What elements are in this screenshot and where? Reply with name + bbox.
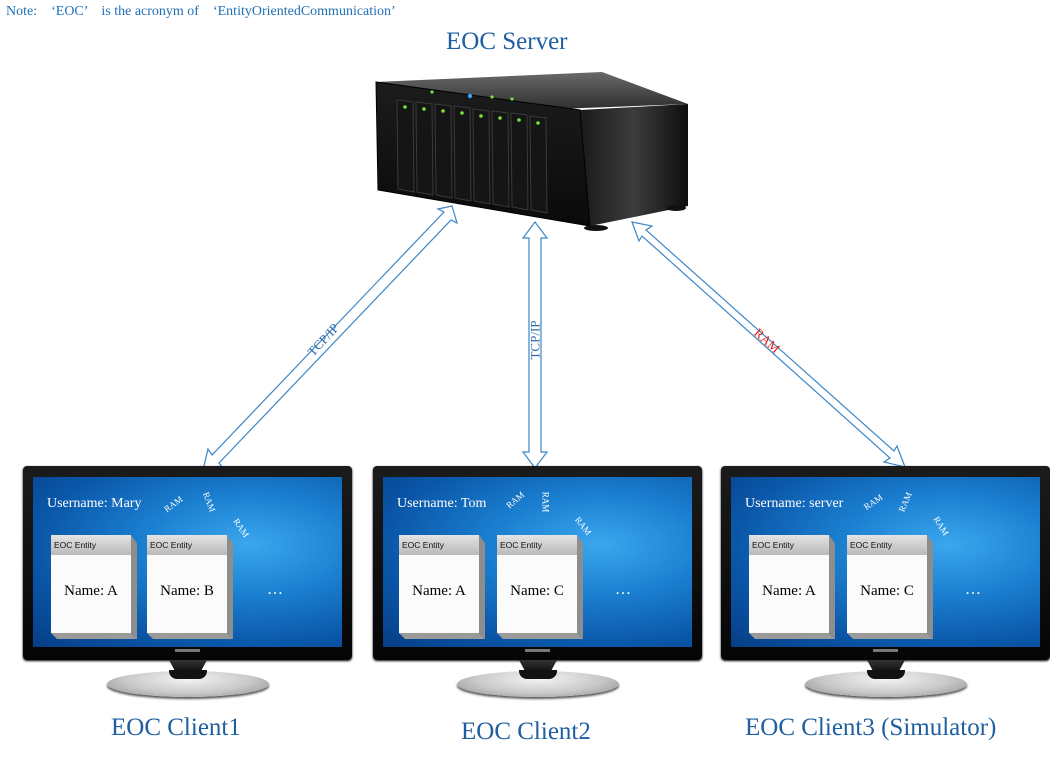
client2-screen: Username: Tom EOC Entity Name: A EOC Ent… (383, 477, 692, 647)
ram-label: RAM (573, 514, 594, 538)
ram-label: RAM (201, 490, 218, 514)
ram-label: RAM (162, 493, 185, 515)
entity-name: Name: C (510, 583, 564, 599)
client1-title: EOC Client1 (111, 714, 241, 741)
client3-entity-a: EOC Entity Name: A (749, 535, 835, 639)
ram-label: RAM (896, 490, 914, 514)
client1-entity-a: EOC Entity Name: A (51, 535, 137, 639)
more-entities-ellipsis: … (965, 581, 982, 598)
client1-screen: Username: Mary EOC Entity Name: A EOC En… (33, 477, 342, 647)
client2-username: Username: Tom (397, 496, 487, 511)
more-entities-ellipsis: … (615, 581, 632, 598)
entity-header: EOC Entity (54, 540, 97, 550)
ram-label: RAM (540, 491, 551, 513)
entity-header: EOC Entity (850, 540, 893, 550)
entity-name: Name: B (160, 583, 214, 599)
client1-monitor: Username: Mary EOC Entity Name: A EOC En… (23, 466, 352, 702)
client2-monitor: Username: Tom EOC Entity Name: A EOC Ent… (373, 466, 702, 702)
ram-label: RAM (504, 489, 527, 511)
client1-entity-b: EOC Entity Name: B (147, 535, 233, 639)
entity-header: EOC Entity (752, 540, 795, 550)
entity-name: Name: C (860, 583, 914, 599)
client2-entity-c: EOC Entity Name: C (497, 535, 583, 639)
client2-title: EOC Client2 (461, 718, 591, 745)
client1-username: Username: Mary (47, 496, 142, 511)
client3-screen: Username: server EOC Entity Name: A EOC … (731, 477, 1040, 647)
server-device (375, 72, 688, 231)
entity-header: EOC Entity (500, 540, 543, 550)
entity-header: EOC Entity (150, 540, 193, 550)
ram-label: RAM (231, 516, 252, 540)
client3-monitor: Username: server EOC Entity Name: A EOC … (721, 466, 1050, 702)
acronym-note: Note: ‘EOC’ is the acronym of ‘EntityOri… (6, 4, 396, 19)
client3-entity-c: EOC Entity Name: C (847, 535, 933, 639)
more-entities-ellipsis: … (267, 581, 284, 598)
entity-name: Name: A (412, 583, 466, 599)
server-title: EOC Server (446, 28, 568, 55)
entity-header: EOC Entity (402, 540, 445, 550)
connection-label-client2: TCP/IP (527, 320, 543, 360)
ram-label: RAM (861, 492, 885, 512)
client3-username: Username: server (745, 496, 844, 511)
client3-title: EOC Client3 (Simulator) (745, 714, 997, 741)
client2-entity-a: EOC Entity Name: A (399, 535, 485, 639)
entity-name: Name: A (762, 583, 816, 599)
entity-name: Name: A (64, 583, 118, 599)
ram-label: RAM (931, 514, 951, 538)
